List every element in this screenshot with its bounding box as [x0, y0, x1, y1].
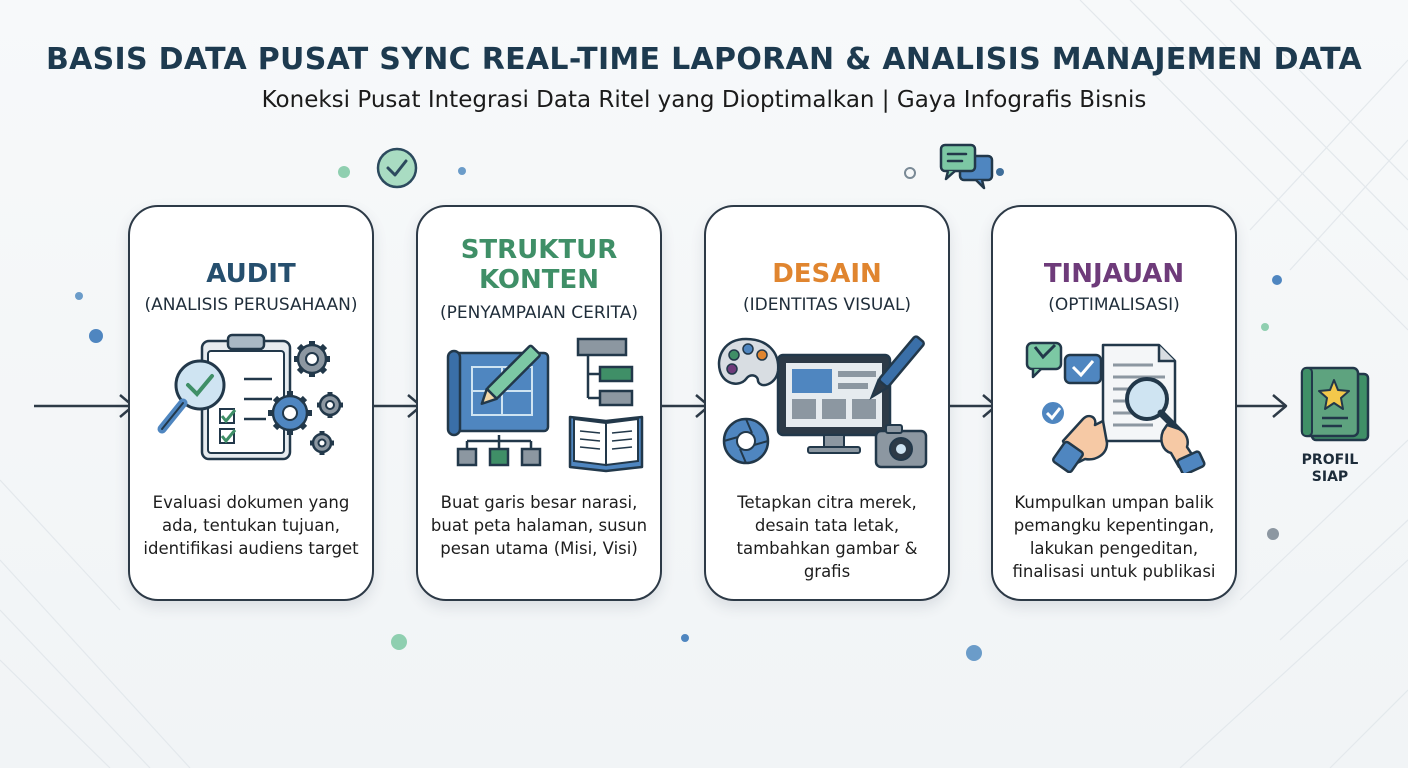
end-label: PROFIL SIAP: [1290, 452, 1370, 486]
step-card-struktur-konten: STRUKTUR KONTEN (PENYAMPAIAN CERITA): [416, 205, 662, 601]
page-title: BASIS DATA PUSAT SYNC REAL-TIME LAPORAN …: [45, 42, 1363, 77]
blueprint-sitemap-book-icon: [446, 337, 644, 473]
step-description: Tetapkan citra merek, desain tata letak,…: [736, 493, 918, 581]
end-label-line-2: SIAP: [1311, 469, 1349, 485]
profile-book-star-icon: [1300, 366, 1370, 442]
step-subheading: (IDENTITAS VISUAL): [742, 295, 912, 315]
step-card-desain: DESAIN (IDENTITAS VISUAL) Tetap: [704, 205, 950, 601]
step-card-tinjauan: TINJAUAN (OPTIMALISASI) Kumpulkan umpan …: [991, 205, 1237, 601]
step-subheading: (OPTIMALISASI): [1048, 295, 1180, 315]
step-card-audit: AUDIT (ANALISIS PERUSAHAAN): [128, 205, 374, 601]
document-review-magnifier-icon: [1025, 341, 1206, 473]
step-description: Kumpulkan umpan balik pemangku kepenting…: [1012, 493, 1216, 581]
chat-bubbles-icon: [939, 143, 994, 190]
step-subheading: (PENYAMPAIAN CERITA): [439, 303, 639, 323]
step-heading: TINJAUAN: [1043, 259, 1185, 289]
monitor-palette-camera-icon: [717, 335, 928, 469]
clipboard-magnifier-gears-icon: [157, 333, 343, 461]
arrow-start: [34, 394, 135, 418]
step-heading-line-1: STRUKTUR: [460, 235, 618, 265]
step-subheading: (ANALISIS PERUSAHAAN): [144, 295, 358, 315]
step-heading: AUDIT: [206, 259, 296, 289]
step-heading: DESAIN: [772, 259, 882, 289]
check-badge-icon: [376, 147, 418, 189]
step-description: Buat garis besar narasi, buat peta halam…: [430, 493, 648, 558]
page-subtitle: Koneksi Pusat Integrasi Data Ritel yang …: [261, 87, 1147, 113]
arrow-end: [1237, 394, 1288, 418]
end-label-line-1: PROFIL: [1301, 452, 1359, 468]
step-description: Evaluasi dokumen yang ada, tentukan tuju…: [143, 493, 359, 558]
step-heading-line-2: KONTEN: [478, 265, 600, 295]
